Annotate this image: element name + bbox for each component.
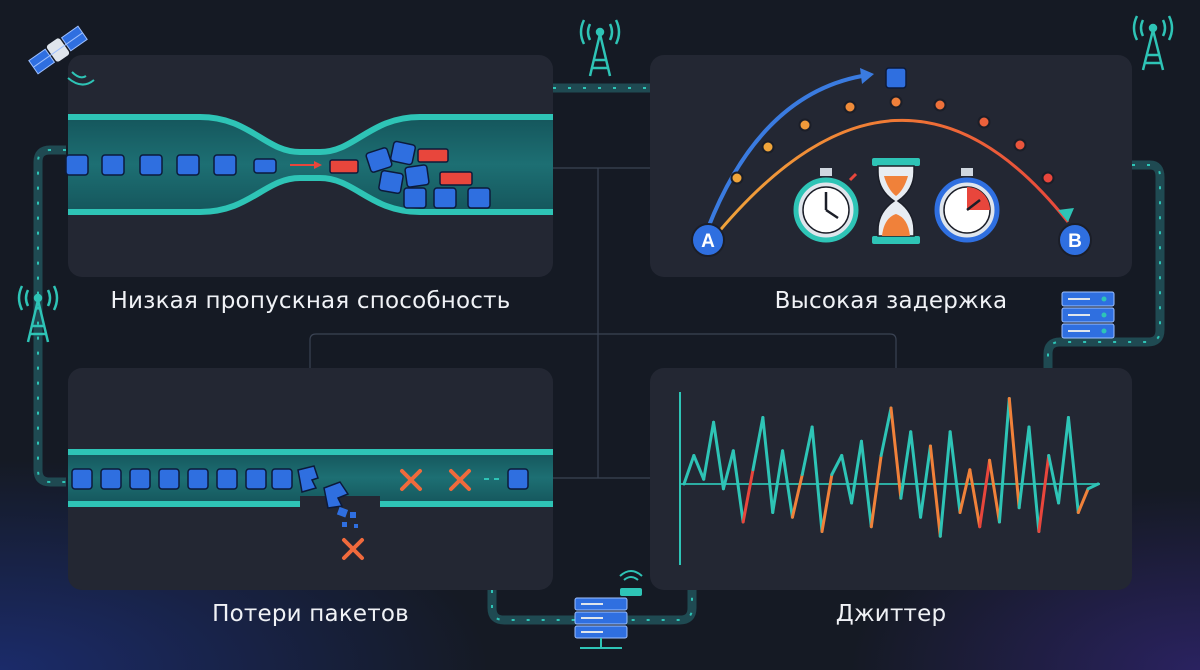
endpoint-a xyxy=(691,223,725,257)
broken-packet xyxy=(297,465,319,493)
jitter-segment xyxy=(682,454,696,486)
jitter-segment xyxy=(830,454,844,476)
packet xyxy=(187,468,209,490)
cell-tower-icon xyxy=(1132,15,1174,71)
caption-latency: Высокая задержка xyxy=(774,288,1008,314)
queued-packets xyxy=(65,140,491,209)
jitter-segment xyxy=(997,397,1011,524)
jitter-segment xyxy=(1066,416,1080,514)
jitter-chart xyxy=(679,392,1100,565)
jitter-segment xyxy=(800,425,814,476)
satellite-icon xyxy=(28,25,88,75)
latency-arc: A B xyxy=(691,67,1092,257)
caption-jitter: Джиттер xyxy=(835,601,947,627)
network-cables xyxy=(33,83,1165,625)
jitter-segment xyxy=(712,420,725,491)
jitter-segment xyxy=(968,468,982,529)
stopwatch-icon xyxy=(793,168,859,243)
jitter-segment xyxy=(820,473,834,533)
jitter-segment xyxy=(721,449,735,491)
packet xyxy=(216,468,238,490)
packet xyxy=(507,468,529,490)
jitter-segment xyxy=(751,416,765,472)
jitter-segment xyxy=(761,416,775,514)
packet xyxy=(885,67,907,89)
packet xyxy=(100,468,122,490)
packet xyxy=(158,468,180,490)
center-lines xyxy=(309,167,897,479)
jitter-segment xyxy=(1086,482,1100,491)
packet xyxy=(139,154,163,176)
packet xyxy=(245,468,267,490)
endpoint-a-label: A xyxy=(701,231,715,252)
packet xyxy=(271,468,293,490)
jitter-segment xyxy=(889,406,903,500)
jitter-segment xyxy=(879,406,893,457)
jitter-segment xyxy=(771,449,785,514)
jitter-segment xyxy=(1037,454,1051,533)
jitter-segment xyxy=(1057,416,1070,505)
caption-packet-loss: Потери пакетов xyxy=(212,601,409,627)
timer-icon xyxy=(934,168,1000,243)
jitter-segment xyxy=(840,454,854,505)
cell-tower-icon xyxy=(579,19,621,77)
jitter-segment xyxy=(702,420,716,481)
caption-bandwidth: Низкая пропускная способность xyxy=(110,288,511,314)
endpoint-b-label: B xyxy=(1068,231,1082,252)
jitter-segment xyxy=(1007,397,1021,510)
packet xyxy=(213,154,237,176)
hourglass-icon xyxy=(872,158,920,244)
satellite-signal xyxy=(67,71,95,86)
jitter-segment xyxy=(850,439,863,505)
jitter-segment xyxy=(928,444,942,538)
jitter-segment xyxy=(1047,454,1061,505)
jitter-segment xyxy=(810,425,824,533)
jitter-segment xyxy=(781,449,794,519)
cell-tower-icon xyxy=(17,285,59,343)
cross-icon xyxy=(342,469,471,560)
jitter-segment xyxy=(919,444,932,519)
broken-packet xyxy=(323,481,350,509)
flowing-packets xyxy=(71,465,529,528)
jitter-segment xyxy=(988,458,1001,524)
jitter-segment xyxy=(909,430,923,519)
jitter-segment xyxy=(790,473,804,519)
jitter-segment xyxy=(948,430,962,514)
packet xyxy=(129,468,151,490)
jitter-segment xyxy=(741,468,755,524)
jitter-segment xyxy=(958,468,972,514)
packet xyxy=(176,154,200,176)
packet-red xyxy=(329,159,359,174)
jitter-segment xyxy=(1076,487,1090,514)
cable-left xyxy=(33,145,66,487)
jitter-segment xyxy=(859,439,873,529)
server-rack-icon xyxy=(1061,291,1115,339)
bottleneck-pipe xyxy=(68,114,553,215)
packet xyxy=(101,154,125,176)
cable-right xyxy=(1043,160,1165,368)
jitter-segment xyxy=(1017,425,1031,510)
packet xyxy=(65,154,89,176)
arc-nodes xyxy=(730,95,1055,185)
jitter-segment xyxy=(869,454,883,529)
jitter-segment xyxy=(938,430,952,538)
server-rack-icon xyxy=(574,570,643,649)
jitter-segment xyxy=(692,454,706,481)
endpoint-b xyxy=(1058,223,1092,257)
jitter-segment xyxy=(731,449,745,524)
packet xyxy=(71,468,93,490)
jitter-segment xyxy=(899,430,913,500)
jitter-segment xyxy=(978,458,992,529)
jitter-segment xyxy=(1027,425,1041,533)
packet xyxy=(253,158,277,174)
